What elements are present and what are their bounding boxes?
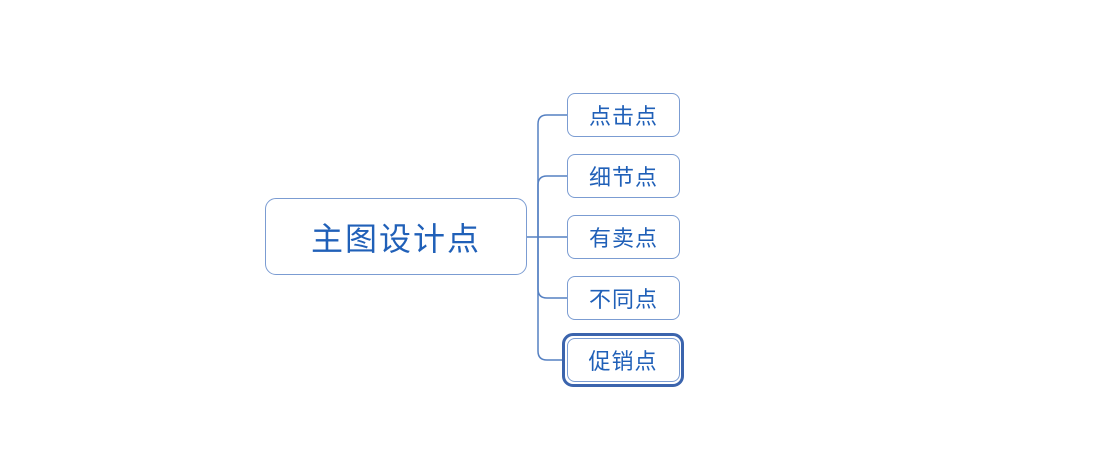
connector-branch-4	[537, 237, 567, 299]
connector-branch-5	[537, 237, 562, 361]
child-node-detail-point[interactable]: 细节点	[567, 154, 680, 198]
connector-branch-1	[537, 114, 567, 237]
connector-branch-2	[537, 175, 567, 237]
child-node-promotion-point-selected[interactable]: 促销点	[566, 338, 680, 382]
root-node[interactable]: 主图设计点	[265, 198, 527, 275]
child-node-click-point[interactable]: 点击点	[567, 93, 680, 137]
child-node-difference-point[interactable]: 不同点	[567, 276, 680, 320]
selection-ring: 促销点	[562, 333, 684, 387]
child-node-selling-point[interactable]: 有卖点	[567, 215, 680, 259]
